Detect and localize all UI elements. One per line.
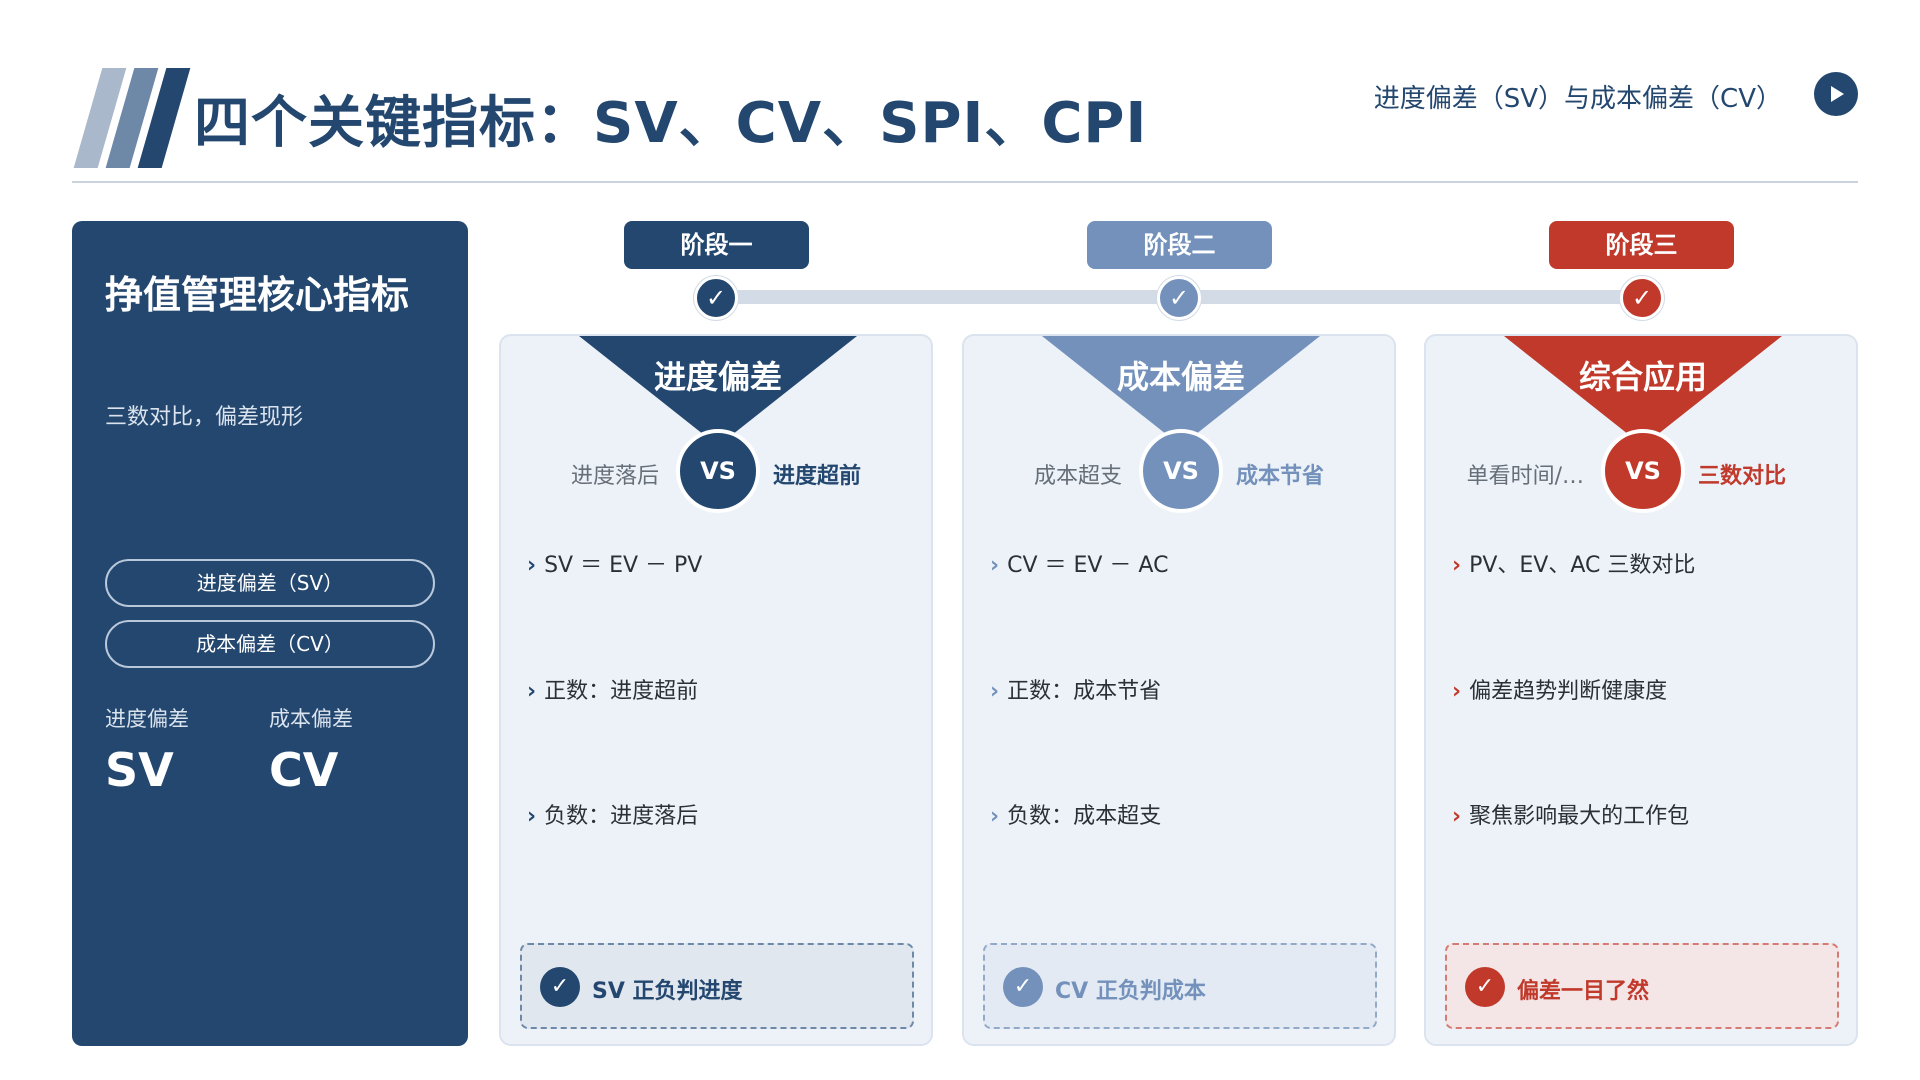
check-icon: ✓ [694,276,738,320]
stage-tab-2[interactable]: 阶段二 [1087,221,1272,269]
list-item-text: 聚焦影响最大的工作包 [1469,804,1690,829]
list-item: › 聚焦影响最大的工作包 [1452,798,1689,830]
list-item-text: PV、EV、AC 三数对比 [1469,553,1696,578]
check-icon: ✓ [1620,276,1664,320]
list-item: › 负数：成本超支 [990,798,1161,830]
card-banner-title: 进度偏差 [653,358,782,396]
chevron-right-icon: › [1452,553,1462,578]
chevron-right-icon: › [990,679,1000,704]
title-stripes-decoration [73,68,191,168]
chevron-right-icon: › [990,553,1000,578]
chevron-right-icon: › [527,804,537,829]
list-item: › 正数：成本节省 [990,673,1161,705]
side-panel-tagline: 三数对比，偏差现形 [105,405,304,430]
play-icon[interactable] [1814,72,1858,116]
chevron-right-icon: › [1452,679,1462,704]
metric-label: 成本偏差 [269,707,353,731]
vs-badge: VS [676,429,760,513]
list-item-text: 正数：进度超前 [544,679,699,704]
metric-value: SV [105,743,174,797]
list-item: › SV ＝ EV － PV [527,547,702,579]
list-item-text: 偏差趋势判断健康度 [1469,679,1668,704]
vs-right-label: 成本节省 [1236,464,1325,489]
list-item-text: CV ＝ EV － AC [1007,553,1169,578]
list-item-text: 负数：进度落后 [544,804,699,829]
stage-card-cost: 成本偏差 成本超支 VS 成本节省 › CV ＝ EV － AC › 正数：成本节省… [962,334,1396,1046]
card-banner-title: 成本偏差 [1116,358,1245,396]
header-divider [72,181,1858,183]
summary-box: ✓ 偏差一目了然 [1445,943,1839,1029]
vs-right-label: 进度超前 [773,464,862,489]
list-item-text: SV ＝ EV － PV [544,553,703,578]
vs-left-label: 单看时间/… [1466,464,1584,489]
stage-card-combined: 综合应用 单看时间/… VS 三数对比 › PV、EV、AC 三数对比 › 偏差趋势… [1424,334,1858,1046]
check-circle-icon: ✓ [1465,967,1505,1007]
side-panel-title: 挣值管理核心指标 [105,273,410,317]
summary-text: 偏差一目了然 [1517,979,1650,1004]
list-item: › 负数：进度落后 [527,798,698,830]
metric-value: CV [269,743,339,797]
stage-tab-1[interactable]: 阶段一 [624,221,809,269]
check-circle-icon: ✓ [540,967,580,1007]
metric-cv: 成本偏差 CV [269,703,353,797]
vs-badge: VS [1601,429,1685,513]
list-item: › 偏差趋势判断健康度 [1452,673,1667,705]
side-panel: 挣值管理核心指标 三数对比，偏差现形 进度偏差（SV） 成本偏差（CV） 进度偏… [72,221,468,1046]
list-item-text: 正数：成本节省 [1007,679,1162,704]
vs-badge: VS [1139,429,1223,513]
metric-sv: 进度偏差 SV [105,703,189,797]
pill-schedule-variance[interactable]: 进度偏差（SV） [105,559,435,607]
list-item: › CV ＝ EV － AC [990,547,1168,579]
summary-text: SV 正负判进度 [592,979,743,1004]
check-circle-icon: ✓ [1003,967,1043,1007]
list-item: › PV、EV、AC 三数对比 [1452,547,1695,579]
stage-card-schedule: 进度偏差 进度落后 VS 进度超前 › SV ＝ EV － PV › 正数：进度超前… [499,334,933,1046]
summary-text: CV 正负判成本 [1055,979,1206,1004]
section-subtitle: 进度偏差（SV）与成本偏差（CV） [1373,84,1782,114]
list-item-text: 负数：成本超支 [1007,804,1162,829]
chevron-right-icon: › [527,553,537,578]
list-item: › 正数：进度超前 [527,673,698,705]
stage-tab-3[interactable]: 阶段三 [1549,221,1734,269]
vs-left-label: 成本超支 [1033,464,1122,489]
vs-left-label: 进度落后 [570,464,659,489]
summary-box: ✓ SV 正负判进度 [520,943,914,1029]
metric-label: 进度偏差 [105,707,189,731]
card-banner-title: 综合应用 [1578,358,1707,396]
vs-right-label: 三数对比 [1698,464,1787,489]
pill-cost-variance[interactable]: 成本偏差（CV） [105,620,435,668]
chevron-right-icon: › [527,679,537,704]
summary-box: ✓ CV 正负判成本 [983,943,1377,1029]
chevron-right-icon: › [990,804,1000,829]
chevron-right-icon: › [1452,804,1462,829]
check-icon: ✓ [1157,276,1201,320]
page-title: 四个关键指标：SV、CV、SPI、CPI [194,91,1148,156]
